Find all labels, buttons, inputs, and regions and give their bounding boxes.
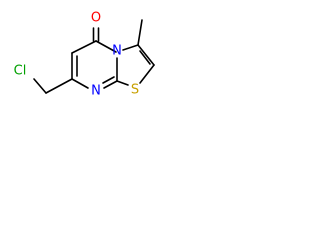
bond-c3-c2-inner: [139, 50, 151, 65]
bond-c7-n8: [71, 78, 89, 89]
sulfur-atom-label: S: [131, 83, 139, 98]
ring-nitrogen-atom-label: N: [112, 44, 122, 59]
bond-n8-c8a-inner: [102, 76, 115, 84]
bond-c3-c2: [137, 44, 155, 66]
bond-n8-c8a: [103, 80, 118, 89]
bond-ch2-cl: [33, 78, 47, 94]
bond-c7-ch2: [45, 78, 73, 94]
bond-c5-n4: [95, 40, 117, 53]
bond-s1-c8a: [116, 80, 129, 86]
bond-c5-c6: [71, 40, 97, 54]
bond-c3-methyl: [137, 19, 143, 46]
imine-nitrogen-atom-label: N: [91, 84, 101, 99]
bond-c2-s1: [139, 64, 155, 84]
molecule-structure: O N N S Cl: [14, 11, 155, 99]
bond-n4-c3: [122, 44, 139, 51]
oxygen-atom-label: O: [91, 11, 101, 26]
chlorine-atom-label: Cl: [14, 64, 27, 79]
